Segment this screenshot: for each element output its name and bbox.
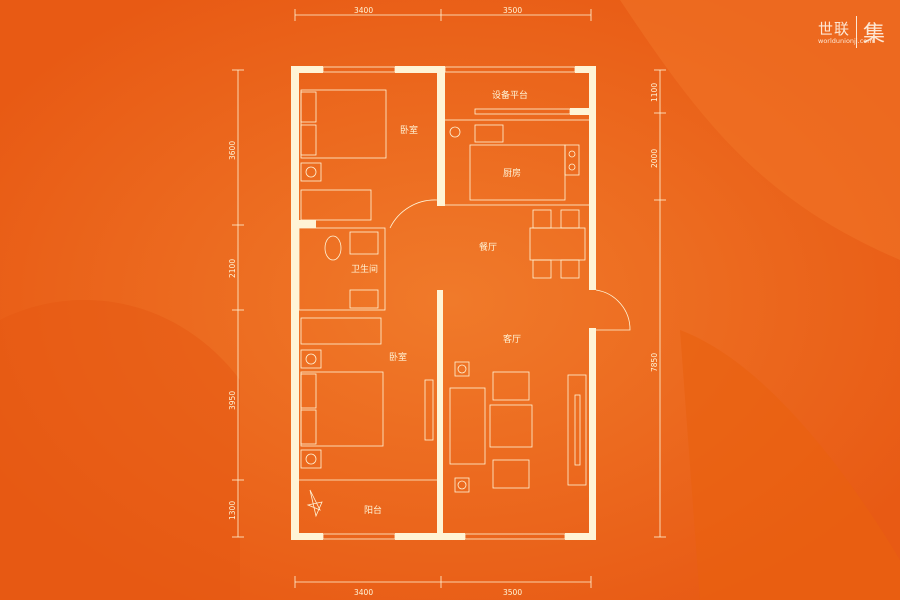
logo-mark: 集 (856, 16, 885, 48)
room-bedroom-2: 卧室 (389, 351, 407, 363)
room-living: 客厅 (503, 333, 521, 345)
walls (291, 66, 596, 540)
dim-bottom-2: 3500 (503, 588, 522, 597)
dimension-lines (232, 9, 666, 588)
logo-url: worldunionji.com (818, 37, 874, 45)
dim-right-3: 7850 (650, 353, 659, 372)
logo-brand: 世联 (818, 20, 851, 38)
room-kitchen: 厨房 (503, 167, 521, 179)
dim-left-4: 1300 (228, 501, 237, 520)
room-labels: 卧室 设备平台 厨房 餐厅 卫生间 客厅 卧室 阳台 (351, 89, 528, 516)
room-dining: 餐厅 (479, 241, 497, 253)
room-balcony: 阳台 (364, 504, 382, 516)
dim-bottom-1: 3400 (354, 588, 373, 597)
leaf-decoration (680, 330, 900, 600)
leaf-decoration (0, 300, 240, 600)
fixtures (298, 66, 631, 540)
dim-right-1: 1100 (650, 83, 659, 102)
brand-logo: 世联 worldunionji.com 集 (818, 16, 885, 48)
dim-right-2: 2000 (650, 149, 659, 168)
dim-left-3: 3950 (228, 391, 237, 410)
dim-top-2: 3500 (503, 6, 522, 15)
room-bathroom: 卫生间 (351, 263, 378, 275)
leaf-decoration (620, 0, 900, 260)
dim-left-1: 3600 (228, 141, 237, 160)
room-equipment-platform: 设备平台 (492, 89, 528, 101)
dim-top-1: 3400 (354, 6, 373, 15)
room-bedroom-1: 卧室 (400, 124, 418, 136)
dim-left-2: 2100 (228, 259, 237, 278)
